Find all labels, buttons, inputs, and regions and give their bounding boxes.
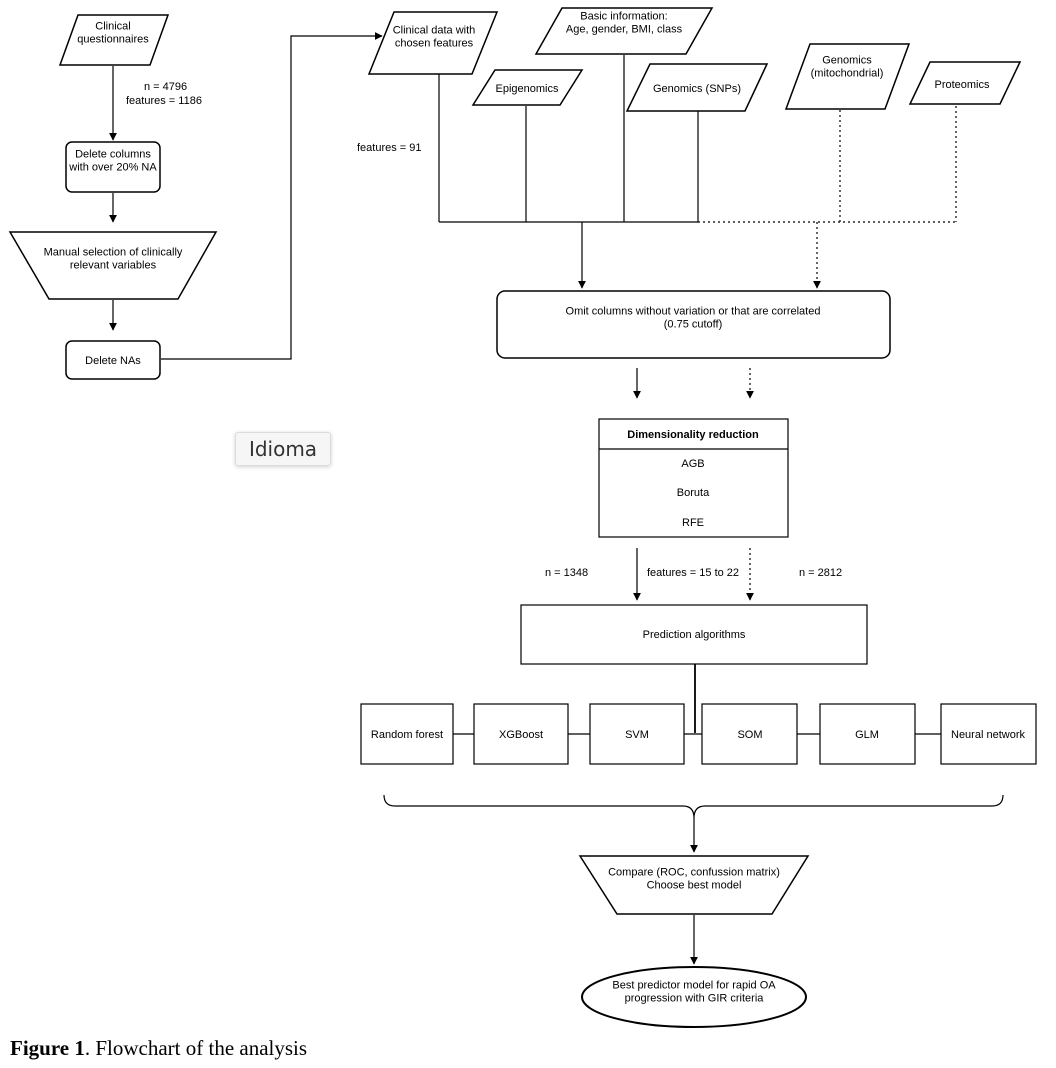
label-line: Basic information:	[580, 11, 667, 23]
label-line: Epigenomics	[496, 83, 559, 95]
delete-columns-node	[65, 141, 161, 193]
label-line: Choose best model	[647, 880, 742, 892]
algorithm-box-svm	[589, 703, 685, 765]
label-line: Clinical	[95, 21, 130, 33]
dimensionality-node	[598, 418, 789, 538]
proteomics-label: Proteomics	[934, 79, 990, 91]
best-model-node	[581, 966, 807, 1028]
basic-info-node	[534, 7, 714, 55]
algorithm-box-neural-network	[940, 703, 1037, 765]
prediction-node	[520, 604, 868, 665]
genomics-snps-node	[625, 63, 769, 112]
connectors	[109, 32, 1004, 965]
label-line: Manual selection of clinically	[44, 247, 183, 259]
annotations: n = 4796 features = 1186 features = 91 n…	[126, 81, 842, 579]
figure-caption: Figure 1. Flowchart of the analysis	[10, 1036, 1050, 1061]
annotation-features-range: features = 15 to 22	[647, 567, 739, 579]
label-line: (mitochondrial)	[811, 68, 884, 80]
algorithm-label-xgboost: XGBoost	[499, 729, 543, 741]
figure-caption-label: Figure 1	[10, 1036, 85, 1060]
genomics-snps-label: Genomics (SNPs)	[653, 83, 741, 95]
arrow-delete-nas-to-clinical-data	[161, 32, 383, 360]
algorithm-label-random-forest: Random forest	[371, 729, 443, 741]
delete-nas-label: Delete NAs	[85, 355, 141, 367]
algorithm-box-glm	[819, 703, 916, 765]
label-line: Omit columns without variation or that a…	[566, 306, 821, 318]
label-line: with over 20% NA	[68, 162, 157, 174]
algorithm-label-neural-network: Neural network	[951, 729, 1025, 741]
epigenomics-label: Epigenomics	[496, 83, 559, 95]
label-line: Genomics	[822, 55, 872, 67]
annotation-n-2812: n = 2812	[799, 567, 842, 579]
algorithm-box-random-forest	[360, 703, 454, 765]
proteomics-node	[908, 61, 1022, 105]
label-line: relevant variables	[70, 260, 157, 272]
dimensionality-method-boruta: Boruta	[677, 487, 710, 499]
curly-brace	[383, 794, 1004, 819]
dimensionality-title: Dimensionality reduction	[627, 429, 759, 441]
label-line: (0.75 cutoff)	[664, 319, 723, 331]
language-tooltip: Idioma	[235, 432, 331, 466]
dimensionality-method-rfe: RFE	[682, 517, 704, 529]
prediction-label: Prediction algorithms	[643, 629, 746, 641]
label-line: Genomics (SNPs)	[653, 83, 741, 95]
language-tooltip-label: Idioma	[248, 437, 318, 461]
algorithm-label-svm: SVM	[625, 729, 649, 741]
label-line: progression with GIR criteria	[625, 993, 765, 1005]
compare-label: Compare (ROC, confussion matrix)Choose b…	[608, 867, 780, 892]
genomics-mito-label: Genomics(mitochondrial)	[811, 55, 884, 80]
manual-selection-node	[8, 231, 218, 300]
omit-columns-label: Omit columns without variation or that a…	[566, 306, 821, 331]
annotation-n-initial: n = 4796	[144, 81, 187, 93]
label-line: Proteomics	[934, 79, 990, 91]
algorithm-label-som: SOM	[737, 729, 762, 741]
shapes	[8, 7, 1037, 1028]
annotation-features-initial: features = 1186	[126, 95, 202, 107]
dimensionality-method-agb: AGB	[681, 458, 704, 470]
annotation-n-1348: n = 1348	[545, 567, 588, 579]
epigenomics-node	[471, 69, 584, 106]
genomics-mito-node	[784, 43, 911, 110]
omit-columns-node	[496, 290, 891, 359]
label-line: Delete NAs	[85, 355, 141, 367]
compare-node	[578, 855, 810, 915]
label-line: Compare (ROC, confussion matrix)	[608, 867, 780, 879]
figure-caption-text: . Flowchart of the analysis	[84, 1036, 308, 1060]
label-line: Delete columns	[75, 149, 151, 161]
annotation-features-91: features = 91	[357, 142, 422, 154]
basic-info-label: Basic information:Age, gender, BMI, clas…	[566, 11, 683, 36]
algorithm-box-som	[701, 703, 798, 765]
dotted-omics-connectors	[698, 106, 957, 601]
clinical-data-node	[367, 11, 499, 75]
label-line: Clinical data with	[393, 25, 476, 37]
label-line: Best predictor model for rapid OA	[612, 980, 776, 992]
label-line: questionnaires	[77, 34, 149, 46]
label-line: chosen features	[395, 38, 474, 50]
delete-nas-node	[65, 340, 161, 380]
clinical-questionnaires-node	[58, 14, 170, 66]
label-line: Prediction algorithms	[643, 629, 746, 641]
label-line: Age, gender, BMI, class	[566, 24, 683, 36]
algorithm-label-glm: GLM	[855, 729, 879, 741]
algorithm-box-xgboost	[473, 703, 569, 765]
